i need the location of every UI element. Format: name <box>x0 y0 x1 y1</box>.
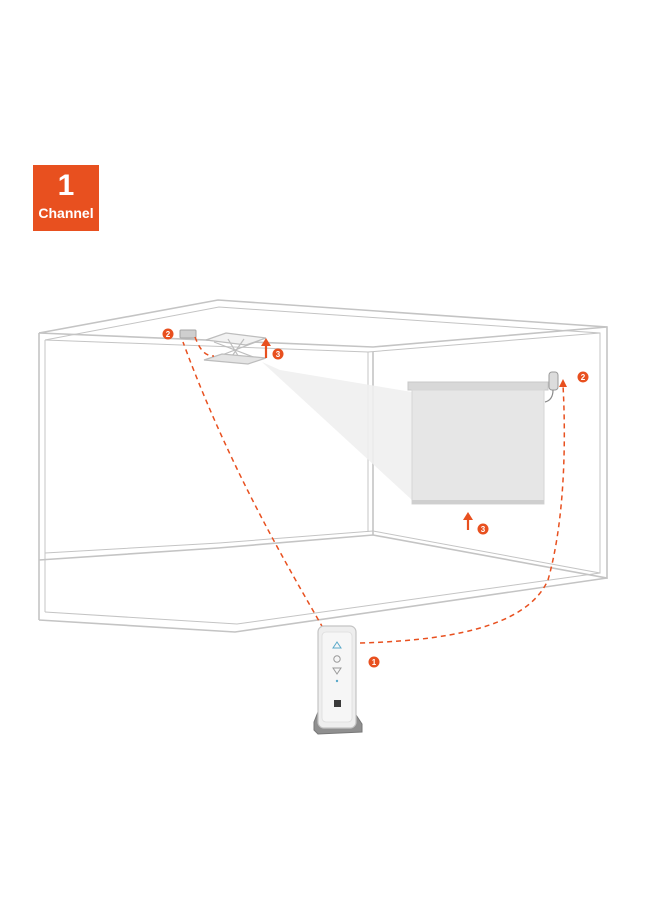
marker-screen-2: 2 <box>577 371 589 383</box>
marker-screen-3-text: 3 <box>481 525 486 534</box>
marker-remote-1-text: 1 <box>372 658 377 667</box>
marker-screen-3: 3 <box>477 523 489 535</box>
marker-lift-3-text: 3 <box>276 350 281 359</box>
channel-badge: 1 Channel <box>33 165 99 231</box>
receiver-box <box>179 329 197 339</box>
signal-path-receiver <box>194 336 215 357</box>
channel-label: Channel <box>38 205 94 221</box>
signal-paths <box>182 336 566 644</box>
signal-arrow-head <box>559 379 567 387</box>
marker-lift-2-text: 2 <box>166 330 171 339</box>
marker-screen-2-text: 2 <box>581 373 586 382</box>
projection-beam <box>262 362 412 500</box>
remote-control <box>313 625 363 735</box>
marker-remote-1: 1 <box>368 656 380 668</box>
screen-motor <box>544 371 559 403</box>
remote-led <box>335 679 339 683</box>
lift-up-arrow-icon <box>261 338 271 358</box>
marker-lift-2: 2 <box>162 328 174 340</box>
projector-screen <box>407 381 549 505</box>
signal-path-screen <box>359 384 566 644</box>
remote-logo <box>334 700 341 707</box>
signal-path-lift <box>182 341 324 629</box>
channel-count: 1 <box>57 169 75 202</box>
remote-stop-button-icon <box>333 655 341 663</box>
remote-down-button-icon <box>332 667 342 675</box>
screen-up-arrow-icon <box>463 512 473 530</box>
remote-up-button-icon <box>332 641 342 649</box>
marker-lift-3: 3 <box>272 348 284 360</box>
projector-lift <box>203 332 267 365</box>
